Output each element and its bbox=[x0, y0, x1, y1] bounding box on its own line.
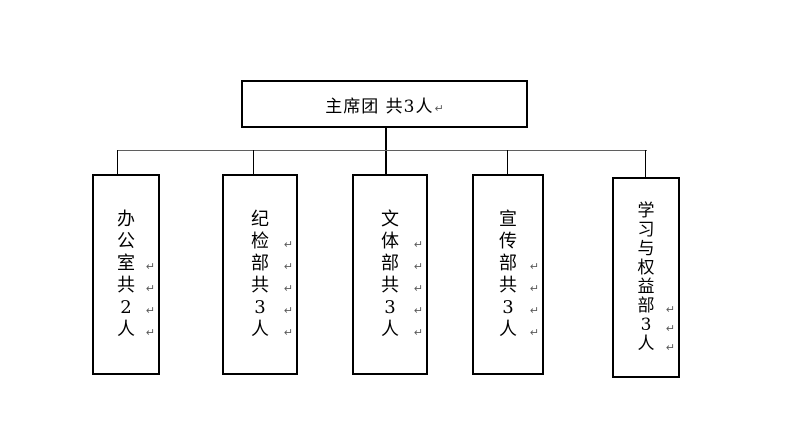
paragraph-mark-icon: ↵ bbox=[145, 259, 155, 273]
dept-char: 3 bbox=[384, 296, 396, 318]
dept-char: 3 bbox=[502, 296, 514, 318]
dept-char-line: 宣 bbox=[474, 209, 542, 231]
dept-char-line: 习 bbox=[614, 219, 678, 240]
dept-char: 习 bbox=[637, 219, 655, 240]
dept-char: 共 bbox=[251, 274, 269, 296]
dept-char-line: 检↵ bbox=[224, 231, 296, 253]
dept-char-line: 共↵ bbox=[94, 275, 158, 297]
dept-char-line: 人↵ bbox=[474, 319, 542, 341]
org-root-label: 主席团 共3人 bbox=[325, 96, 434, 117]
dept-char-line: 3↵ bbox=[224, 297, 296, 319]
dept-char-line: 部↵ bbox=[474, 253, 542, 275]
dept-char-line: 共↵ bbox=[474, 275, 542, 297]
dept-char-line: 室↵ bbox=[94, 253, 158, 275]
dept-char-line: 2↵ bbox=[94, 297, 158, 319]
dept-char-line: 3↵ bbox=[354, 297, 426, 319]
dept-char: 人 bbox=[251, 318, 269, 340]
paragraph-mark-icon: ↵ bbox=[529, 325, 539, 339]
dept-char-line: 纪 bbox=[224, 209, 296, 231]
dept-char: 部 bbox=[499, 252, 517, 274]
dept-char-line: 部↵ bbox=[224, 253, 296, 275]
org-dept-box-jijianbu: 纪检↵部↵共↵3↵人↵ bbox=[222, 174, 298, 375]
dept-char-line: 人↵ bbox=[354, 319, 426, 341]
dept-char: 人 bbox=[381, 318, 399, 340]
dept-char-line: 公 bbox=[94, 231, 158, 253]
connector-drop-dept-1 bbox=[117, 150, 118, 174]
paragraph-mark-icon: ↵ bbox=[434, 101, 444, 115]
paragraph-mark-icon: ↵ bbox=[413, 325, 423, 339]
paragraph-mark-icon: ↵ bbox=[413, 237, 423, 251]
dept-char-line: 权 bbox=[614, 257, 678, 278]
connector-drop-dept-2 bbox=[253, 150, 254, 174]
paragraph-mark-icon: ↵ bbox=[283, 237, 293, 251]
paragraph-mark-icon: ↵ bbox=[665, 302, 675, 316]
dept-char-line: 益 bbox=[614, 276, 678, 297]
dept-char: 权 bbox=[637, 257, 655, 278]
paragraph-mark-icon: ↵ bbox=[665, 321, 675, 335]
dept-char: 共 bbox=[381, 274, 399, 296]
dept-char: 部 bbox=[381, 252, 399, 274]
org-root-box: 主席团 共3人↵ bbox=[241, 80, 528, 128]
dept-char: 3 bbox=[254, 296, 266, 318]
dept-char-line: 学 bbox=[614, 200, 678, 221]
dept-char: 体 bbox=[381, 230, 399, 252]
dept-char: 公 bbox=[117, 230, 135, 252]
org-dept-box-xuanchuanbu: 宣传部↵共↵3↵人↵ bbox=[472, 174, 544, 375]
dept-char: 人 bbox=[499, 318, 517, 340]
dept-char-line: 人↵ bbox=[94, 319, 158, 341]
paragraph-mark-icon: ↵ bbox=[145, 325, 155, 339]
dept-char: 部 bbox=[251, 252, 269, 274]
dept-char: 学 bbox=[637, 200, 655, 221]
paragraph-mark-icon: ↵ bbox=[529, 281, 539, 295]
dept-char: 共 bbox=[117, 274, 135, 296]
connector-drop-dept-5 bbox=[645, 150, 646, 177]
dept-char: 3 bbox=[640, 314, 652, 335]
dept-char: 传 bbox=[499, 230, 517, 252]
dept-char-line: 共↵ bbox=[354, 275, 426, 297]
dept-char: 办 bbox=[117, 208, 135, 230]
dept-char-line: 部↵ bbox=[354, 253, 426, 275]
paragraph-mark-icon: ↵ bbox=[413, 303, 423, 317]
dept-char-line: 部↵ bbox=[614, 295, 678, 316]
dept-char-line: 3↵ bbox=[474, 297, 542, 319]
dept-char-line: 与 bbox=[614, 238, 678, 259]
paragraph-mark-icon: ↵ bbox=[145, 281, 155, 295]
paragraph-mark-icon: ↵ bbox=[413, 259, 423, 273]
dept-char: 与 bbox=[637, 238, 655, 259]
dept-char: 文 bbox=[381, 208, 399, 230]
paragraph-mark-icon: ↵ bbox=[283, 303, 293, 317]
dept-char: 2 bbox=[120, 296, 132, 318]
org-dept-box-bangongshi: 办公室↵共↵2↵人↵ bbox=[92, 174, 160, 375]
dept-char: 检 bbox=[251, 230, 269, 252]
paragraph-mark-icon: ↵ bbox=[145, 303, 155, 317]
dept-char: 益 bbox=[637, 276, 655, 297]
paragraph-mark-icon: ↵ bbox=[283, 259, 293, 273]
paragraph-mark-icon: ↵ bbox=[283, 281, 293, 295]
paragraph-mark-icon: ↵ bbox=[665, 340, 675, 354]
dept-char: 纪 bbox=[251, 208, 269, 230]
connector-horizontal-rail bbox=[117, 150, 647, 151]
dept-char-line: 3↵ bbox=[614, 314, 678, 335]
connector-drop-dept-4 bbox=[507, 150, 508, 174]
paragraph-mark-icon: ↵ bbox=[529, 259, 539, 273]
paragraph-mark-icon: ↵ bbox=[283, 325, 293, 339]
dept-char-line: 体↵ bbox=[354, 231, 426, 253]
org-dept-box-xuexiyuquanyibu: 学习与权益部↵3↵人↵ bbox=[612, 177, 680, 378]
dept-char-line: 传 bbox=[474, 231, 542, 253]
dept-char-line: 人↵ bbox=[614, 333, 678, 354]
org-dept-box-wentibu: 文体↵部↵共↵3↵人↵ bbox=[352, 174, 428, 375]
dept-char: 室 bbox=[117, 252, 135, 274]
paragraph-mark-icon: ↵ bbox=[529, 303, 539, 317]
dept-char: 部 bbox=[637, 295, 655, 316]
dept-char: 共 bbox=[499, 274, 517, 296]
dept-char-line: 共↵ bbox=[224, 275, 296, 297]
dept-char: 人 bbox=[637, 333, 655, 354]
dept-char-line: 办 bbox=[94, 209, 158, 231]
paragraph-mark-icon: ↵ bbox=[413, 281, 423, 295]
dept-char-line: 人↵ bbox=[224, 319, 296, 341]
dept-char-line: 文 bbox=[354, 209, 426, 231]
dept-char: 宣 bbox=[499, 208, 517, 230]
dept-char: 人 bbox=[117, 318, 135, 340]
